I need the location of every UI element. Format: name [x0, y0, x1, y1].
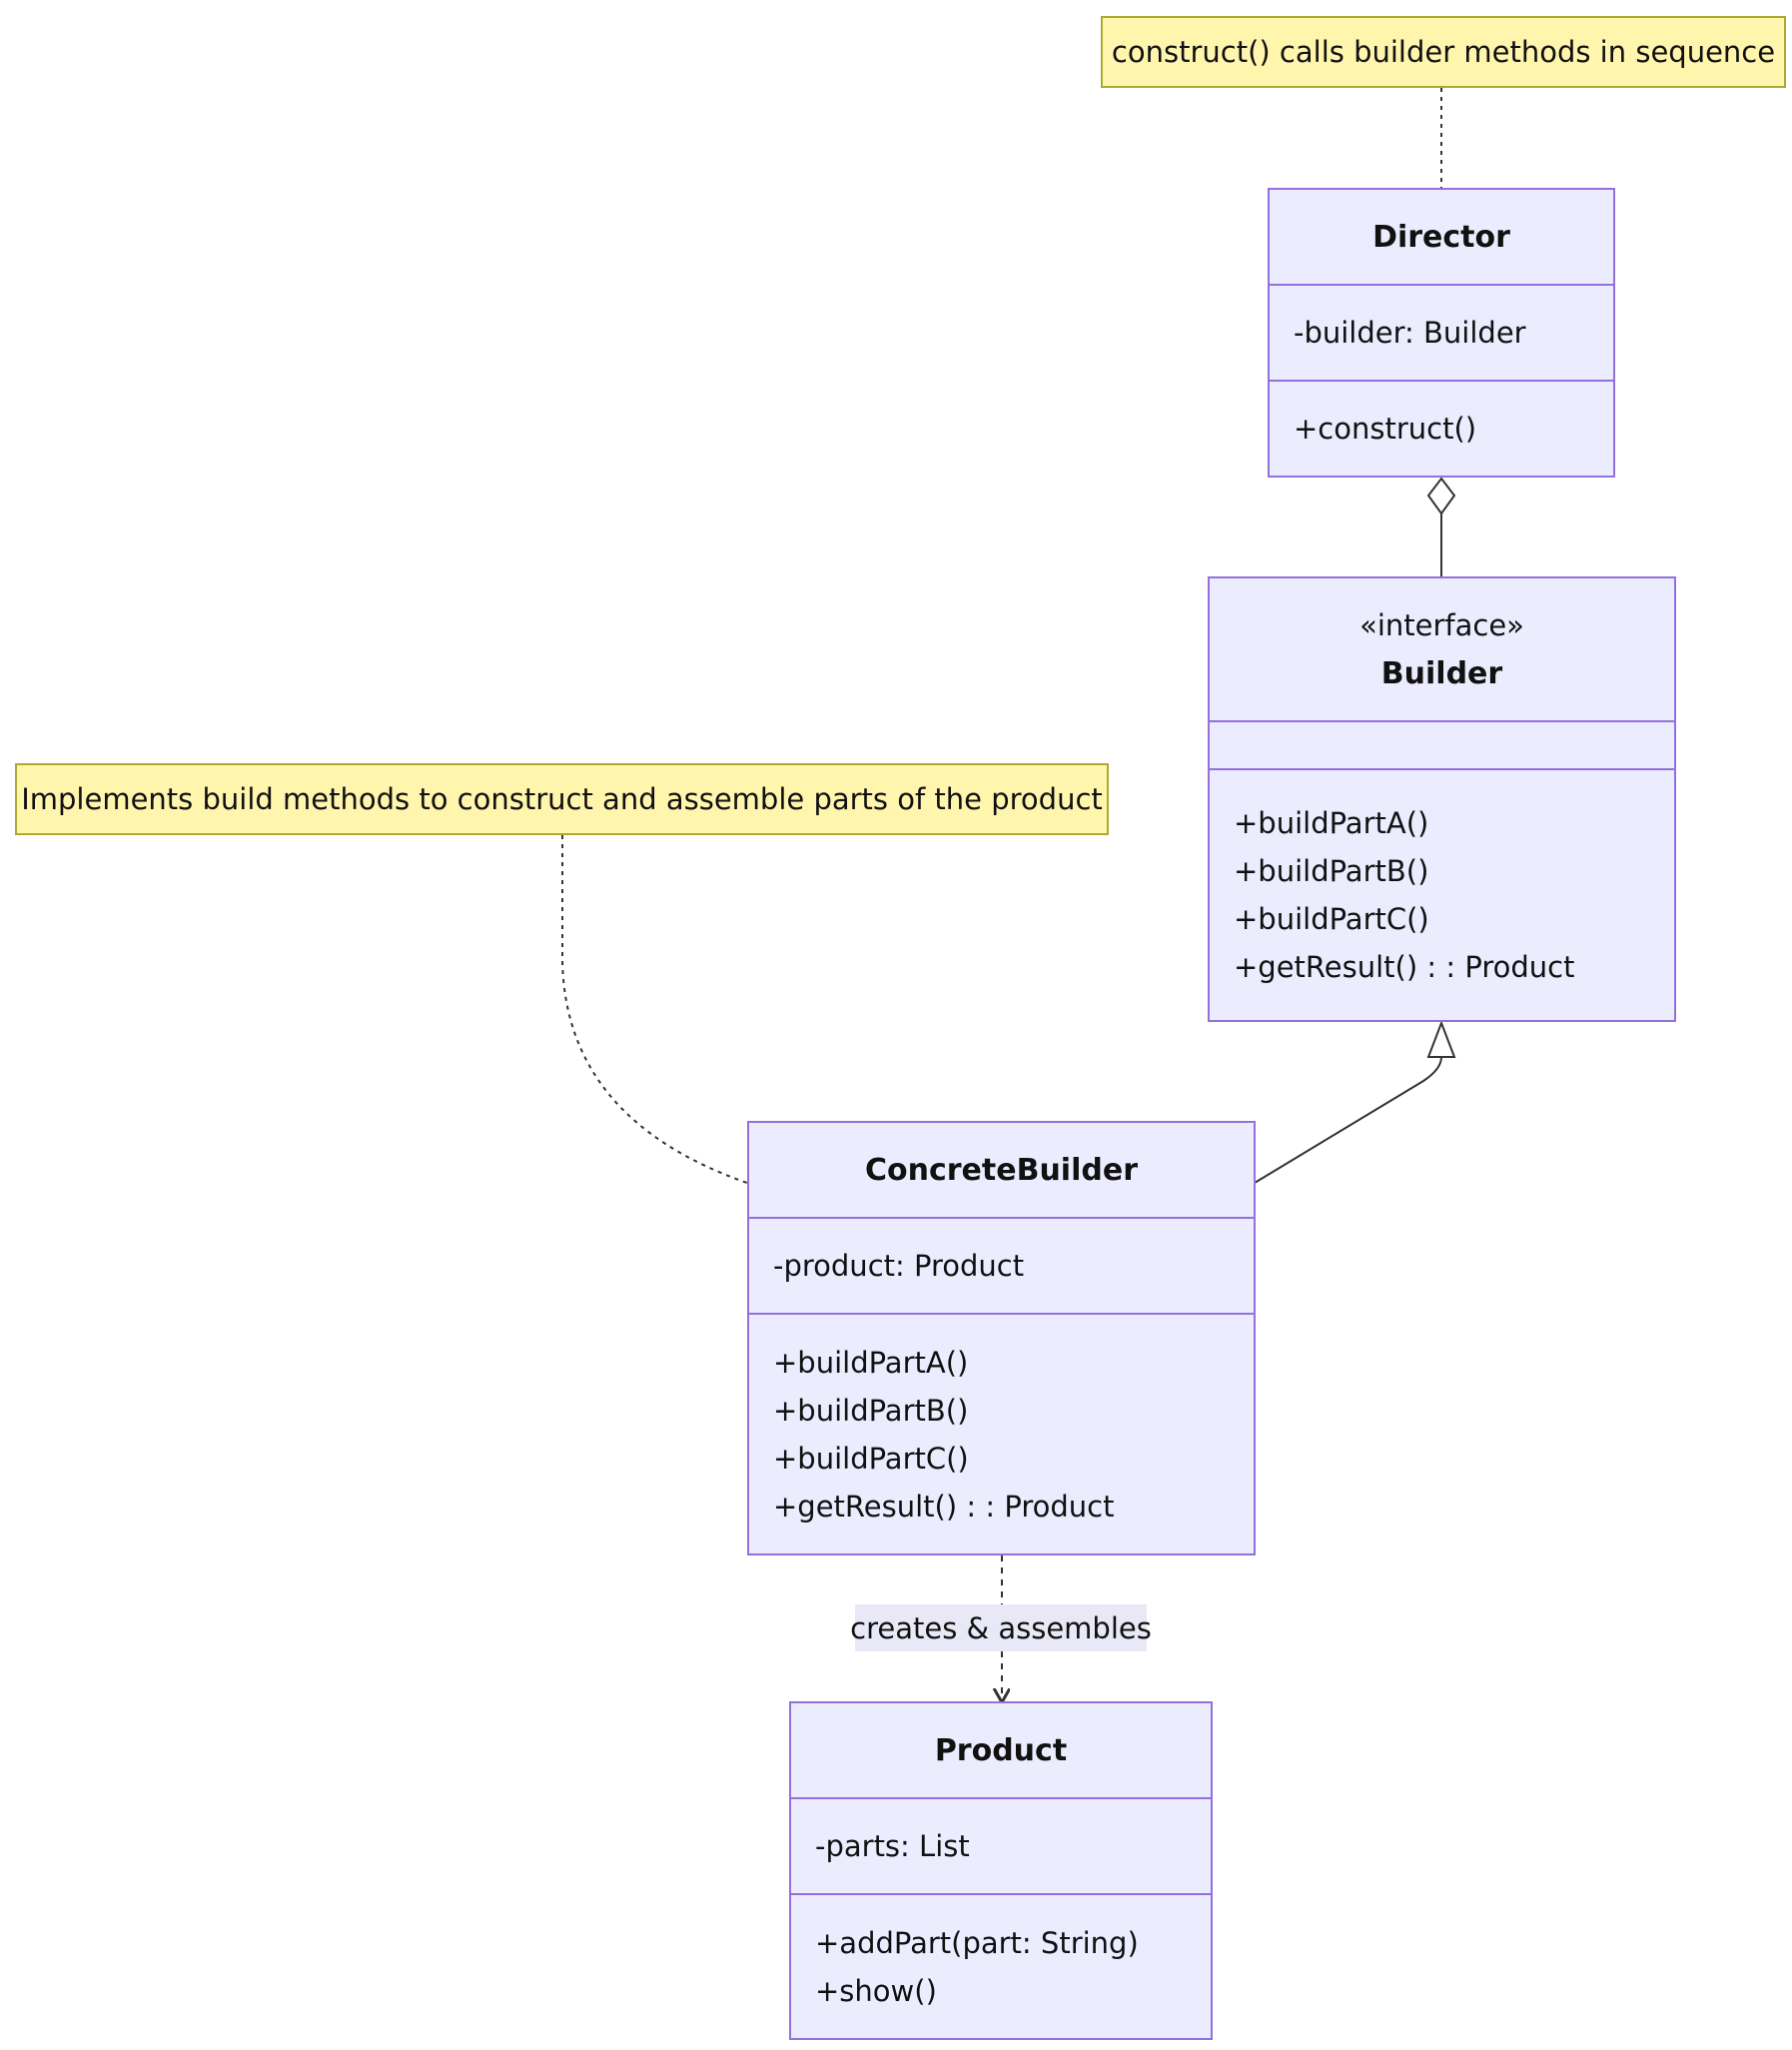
class-builder-methods: +buildPartA() +buildPartB() +buildPartC(… — [1210, 770, 1674, 1020]
class-product: Product -parts: List +addPart(part: Stri… — [789, 1701, 1213, 2040]
method: +buildPartB() — [773, 1393, 969, 1428]
class-director-attributes: -builder: Builder — [1270, 286, 1613, 382]
class-director: Director -builder: Builder +construct() — [1268, 188, 1615, 478]
dependency-label: creates & assembles — [850, 1604, 1152, 1651]
dependency-label-text: creates & assembles — [850, 1610, 1152, 1645]
class-product-methods: +addPart(part: String) +show() — [791, 1895, 1211, 2038]
method: +buildPartC() — [1234, 902, 1429, 936]
class-builder-header: «interface» Builder — [1210, 578, 1674, 722]
class-product-name: Product — [934, 1732, 1068, 1768]
note-concrete-builder-text: Implements build methods to construct an… — [21, 782, 1103, 816]
attribute: -parts: List — [815, 1829, 970, 1863]
note-link-concrete-builder — [561, 835, 748, 1184]
class-director-methods: +construct() — [1270, 382, 1613, 476]
realization-line — [1254, 1056, 1442, 1184]
class-director-header: Director — [1270, 190, 1613, 286]
class-builder: «interface» Builder +buildPartA() +build… — [1208, 576, 1676, 1022]
class-director-name: Director — [1372, 219, 1510, 255]
class-concrete-builder-attributes: -product: Product — [749, 1219, 1254, 1315]
class-builder-name: Builder — [1380, 655, 1503, 691]
attribute: -builder: Builder — [1294, 316, 1526, 350]
attribute: -product: Product — [773, 1249, 1025, 1283]
class-concrete-builder: ConcreteBuilder -product: Product +build… — [747, 1121, 1256, 1555]
method: +addPart(part: String) — [815, 1925, 1139, 1960]
method: +buildPartA() — [773, 1345, 969, 1380]
class-concrete-builder-header: ConcreteBuilder — [749, 1123, 1254, 1219]
class-product-attributes: -parts: List — [791, 1799, 1211, 1895]
method: +construct() — [1294, 412, 1477, 446]
method: +buildPartA() — [1234, 806, 1429, 840]
note-concrete-builder: Implements build methods to construct an… — [15, 763, 1109, 835]
class-product-header: Product — [791, 1703, 1211, 1799]
class-concrete-builder-name: ConcreteBuilder — [864, 1152, 1138, 1188]
class-builder-attributes — [1210, 722, 1674, 770]
aggregation-diamond — [1426, 477, 1456, 515]
class-builder-stereotype: «interface» — [1359, 607, 1524, 642]
class-concrete-builder-methods: +buildPartA() +buildPartB() +buildPartC(… — [749, 1315, 1254, 1553]
method: +buildPartC() — [773, 1441, 969, 1476]
note-director: construct() calls builder methods in seq… — [1101, 16, 1786, 88]
method: +show() — [815, 1973, 937, 2008]
note-director-text: construct() calls builder methods in seq… — [1111, 35, 1776, 69]
method: +getResult() : : Product — [773, 1489, 1115, 1524]
method: +buildPartB() — [1234, 854, 1429, 888]
realization-triangle — [1426, 1020, 1456, 1058]
method: +getResult() : : Product — [1234, 950, 1575, 984]
